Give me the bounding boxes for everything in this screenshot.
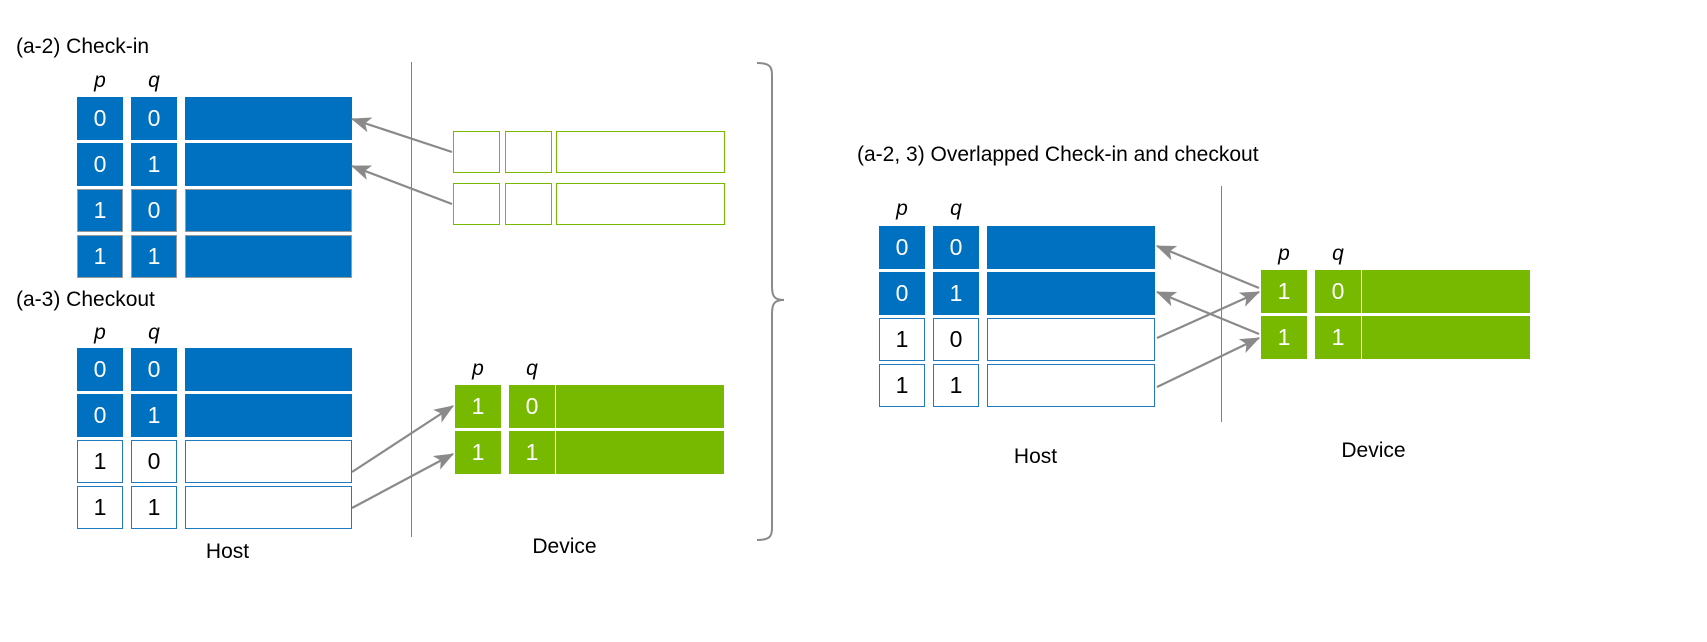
checkin-host-row0-p: 0 [77,97,123,140]
checkin-host-col-q: q [148,69,160,92]
checkout-device-row0-bar [556,385,724,428]
overlapped-host-row2-q: 0 [933,318,979,361]
overlapped-device-row0-bar [1362,270,1530,313]
overlapped-host-row1-q: 1 [933,272,979,315]
overlapped-host-col-q: q [950,197,962,220]
checkout-device-col-p: p [472,357,484,380]
checkout-host-row0-p: 0 [77,348,123,391]
overlapped-host-row3-q: 1 [933,364,979,407]
checkin-host-row2-q: 0 [131,189,177,232]
right-host-device-divider [1221,186,1222,422]
checkin-host-row1-bar [185,143,352,186]
left-host-device-divider [411,62,412,537]
overlapped-host-col-p: p [896,197,908,220]
overlapped-device-row0-q: 0 [1315,270,1361,313]
left-group-brace [756,62,785,541]
checkout-host-row0-bar [185,348,352,391]
checkin-device-row1-bar [556,183,725,225]
checkout-device-col-q: q [526,357,538,380]
overlapped-device-row1-p: 1 [1261,316,1307,359]
overlapped-device-col-q: q [1332,242,1344,265]
checkin-host-col-p: p [94,69,106,92]
overlapped-arrow-group [1155,244,1261,388]
checkin-device-row0-bar [556,131,725,173]
overlapped-host-row3-p: 1 [879,364,925,407]
checkout-device-row1-q: 1 [509,431,555,474]
checkout-host-row0-q: 0 [131,348,177,391]
overlapped-host-row0-q: 0 [933,226,979,269]
checkin-host-row1-p: 0 [77,143,123,186]
overlapped-device-col-p: p [1278,242,1290,265]
overlapped-host-row0-p: 0 [879,226,925,269]
right-host-caption: Host [1013,445,1058,468]
overlapped-host-row0-bar [987,226,1155,269]
checkout-host-row1-p: 0 [77,394,123,437]
checkout-host-row2-bar [185,440,352,483]
left-device-caption: Device [532,535,597,558]
left-host-caption: Host [205,540,250,563]
checkout-host-row2-q: 0 [131,440,177,483]
checkout-device-row0-q: 0 [509,385,555,428]
checkin-host-row1-q: 1 [131,143,177,186]
checkout-device-row1-p: 1 [455,431,501,474]
overlapped-host-row2-p: 1 [879,318,925,361]
checkin-host-row3-q: 1 [131,235,177,278]
overlapped-host-row1-p: 0 [879,272,925,315]
checkin-device-row0-q [505,131,552,173]
overlapped-device-row1-bar [1362,316,1530,359]
overlapped-host-row2-bar [987,318,1155,361]
overlapped-device-row1-q: 1 [1315,316,1361,359]
checkin-title: (a-2) Check-in [16,35,150,58]
overlapped-title: (a-2, 3) Overlapped Check-in and checkou… [857,143,1259,166]
overlapped-host-row1-bar [987,272,1155,315]
checkin-host-row0-bar [185,97,352,140]
right-device-caption: Device [1341,439,1406,462]
checkin-host-row0-q: 0 [131,97,177,140]
checkin-device-row0-p [453,131,500,173]
checkout-host-row1-q: 1 [131,394,177,437]
checkout-host-row3-p: 1 [77,486,123,529]
checkout-host-row3-q: 1 [131,486,177,529]
checkin-arrow-group [350,117,453,206]
overlapped-device-row0-p: 1 [1261,270,1307,313]
checkout-host-row1-bar [185,394,352,437]
checkin-device-row1-q [505,183,552,225]
checkin-host-row2-bar [185,189,352,232]
checkin-device-row1-p [453,183,500,225]
checkout-host-row3-bar [185,486,352,529]
checkin-host-row3-bar [185,235,352,278]
checkout-arrow-group [351,405,454,509]
checkout-host-col-p: p [94,321,106,344]
checkin-host-row2-p: 1 [77,189,123,232]
checkout-host-row2-p: 1 [77,440,123,483]
checkin-host-row3-p: 1 [77,235,123,278]
checkout-device-row1-bar [556,431,724,474]
checkout-host-col-q: q [148,321,160,344]
checkout-device-row0-p: 1 [455,385,501,428]
checkout-title: (a-3) Checkout [16,288,155,311]
overlapped-host-row3-bar [987,364,1155,407]
